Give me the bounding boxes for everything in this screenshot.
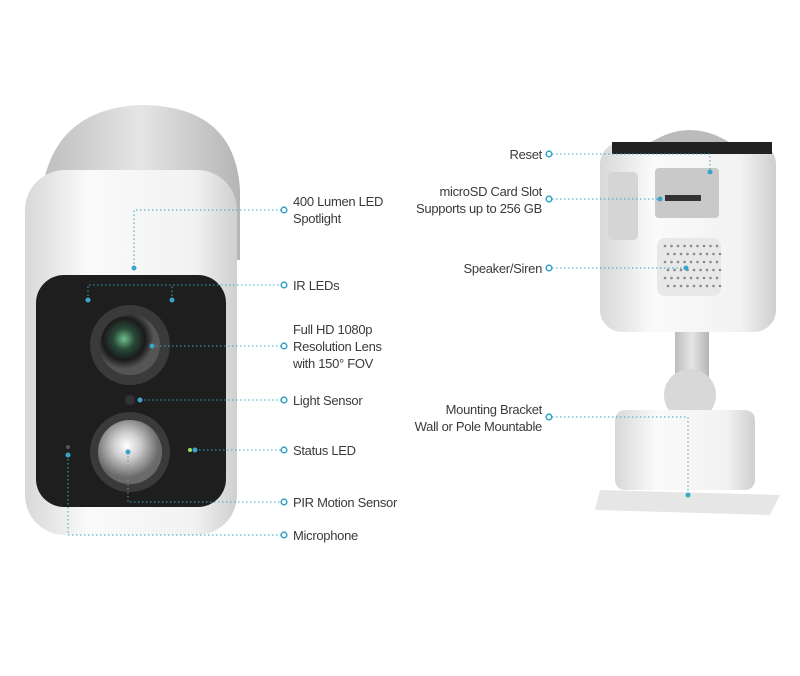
speaker-hole xyxy=(702,260,706,264)
speaker-hole xyxy=(670,260,673,264)
callout-lines xyxy=(67,153,711,536)
label-bracket: Mounting Bracket Wall or Pole Mountable xyxy=(414,402,543,434)
speaker-hole xyxy=(686,252,689,256)
speaker-hole xyxy=(670,244,673,248)
speaker-hole xyxy=(676,244,680,248)
speaker-hole xyxy=(715,260,719,264)
front-camera xyxy=(25,105,240,535)
speaker-hole xyxy=(696,260,699,264)
speaker-hole xyxy=(709,260,712,264)
speaker-hole xyxy=(689,276,693,280)
speaker-hole xyxy=(712,284,715,288)
speaker-hole xyxy=(686,284,689,288)
label-spotlight: 400 Lumen LED Spotlight xyxy=(293,194,384,226)
speaker-hole xyxy=(712,268,715,272)
speaker-hole xyxy=(689,260,693,264)
speaker-hole xyxy=(709,244,712,248)
label-ir-leds: IR LEDs xyxy=(293,278,340,293)
speaker-hole xyxy=(663,244,667,248)
label-speaker: Speaker/Siren xyxy=(463,261,543,276)
speaker-hole xyxy=(712,252,715,256)
speaker-hole xyxy=(679,252,683,256)
speaker-hole xyxy=(673,268,676,272)
speaker-hole xyxy=(692,252,696,256)
speaker-hole xyxy=(679,284,683,288)
speaker-hole xyxy=(699,268,702,272)
speaker-hole xyxy=(676,276,680,280)
speaker-hole xyxy=(670,276,673,280)
speaker-hole xyxy=(702,276,706,280)
speaker-hole xyxy=(692,268,696,272)
speaker-hole xyxy=(663,276,667,280)
label-lens: Full HD 1080p Resolution Lens with 150° … xyxy=(293,322,382,371)
label-status-led: Status LED xyxy=(293,443,356,458)
label-reset: Reset xyxy=(509,147,543,162)
speaker-hole xyxy=(679,268,683,272)
speaker-hole xyxy=(696,276,699,280)
label-pir: PIR Motion Sensor xyxy=(293,495,398,510)
speaker-hole xyxy=(709,276,712,280)
speaker-hole xyxy=(718,252,722,256)
speaker-hole xyxy=(715,276,719,280)
speaker-hole xyxy=(705,284,709,288)
speaker-hole xyxy=(683,276,686,280)
speaker-hole xyxy=(718,284,722,288)
label-microsd: microSD Card Slot Supports up to 256 GB xyxy=(416,184,542,216)
speaker-hole xyxy=(666,252,670,256)
speaker-hole xyxy=(666,268,670,272)
rear-camera xyxy=(595,130,780,515)
speaker-hole xyxy=(718,268,722,272)
speaker-hole xyxy=(705,252,709,256)
speaker-hole xyxy=(663,260,667,264)
speaker-hole xyxy=(699,252,702,256)
speaker-hole xyxy=(673,284,676,288)
speaker-hole xyxy=(676,260,680,264)
speaker-hole xyxy=(715,244,719,248)
callout-dots xyxy=(280,150,553,539)
speaker-hole xyxy=(689,244,693,248)
label-light-sensor: Light Sensor xyxy=(293,393,363,408)
speaker-hole xyxy=(673,252,676,256)
label-microphone: Microphone xyxy=(293,528,358,543)
speaker-hole xyxy=(692,284,696,288)
speaker-hole xyxy=(683,244,686,248)
speaker-hole xyxy=(696,244,699,248)
speaker-hole xyxy=(705,268,709,272)
speaker-hole xyxy=(702,244,706,248)
speaker-hole xyxy=(683,260,686,264)
speaker-hole xyxy=(699,284,702,288)
speaker-hole xyxy=(666,284,670,288)
